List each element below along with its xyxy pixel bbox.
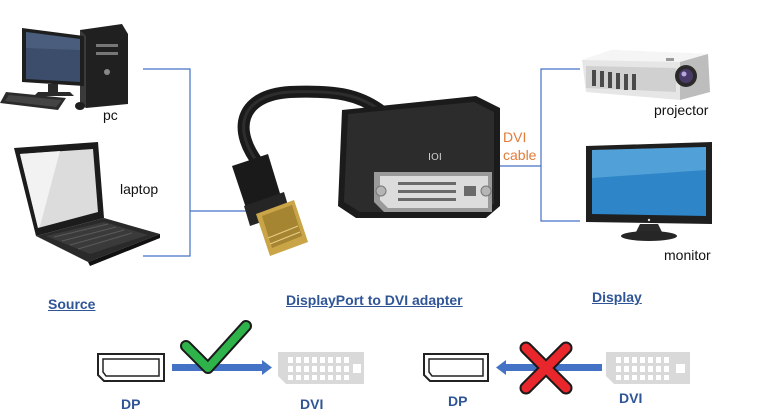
pc-label: pc (103, 107, 118, 123)
dvi-port-icon (278, 352, 364, 384)
cable-label-line2: cable (503, 147, 537, 163)
blocked-to-label: DVI (619, 390, 643, 406)
desktop-pc-icon (0, 24, 128, 110)
projector-icon (582, 50, 710, 100)
dvi-port-icon (606, 352, 690, 384)
check-icon (180, 320, 252, 374)
cable-label-line1: DVI (503, 129, 527, 145)
source-connector-lines (143, 68, 252, 257)
allowed-to-label: DVI (300, 396, 324, 412)
allowed-from-label: DP (121, 396, 141, 412)
arrow-right (172, 360, 272, 375)
blocked-direction (423, 341, 690, 395)
allowed-direction (97, 320, 364, 384)
laptop-label: laptop (120, 181, 159, 197)
adapter-icon: IOI (232, 85, 500, 256)
monitor-icon (586, 142, 712, 241)
displayport-icon (97, 353, 165, 382)
projector-label: projector (654, 102, 709, 118)
display-connector-lines (500, 68, 580, 222)
svg-text:IOI: IOI (428, 152, 442, 163)
blocked-from-label: DP (448, 393, 468, 409)
section-adapter: DisplayPort to DVI adapter (286, 292, 463, 308)
laptop-icon (14, 142, 160, 266)
monitor-label: monitor (664, 247, 711, 263)
section-display: Display (592, 289, 642, 305)
cross-icon (519, 341, 573, 395)
displayport-icon (423, 353, 489, 382)
section-source: Source (48, 296, 96, 312)
